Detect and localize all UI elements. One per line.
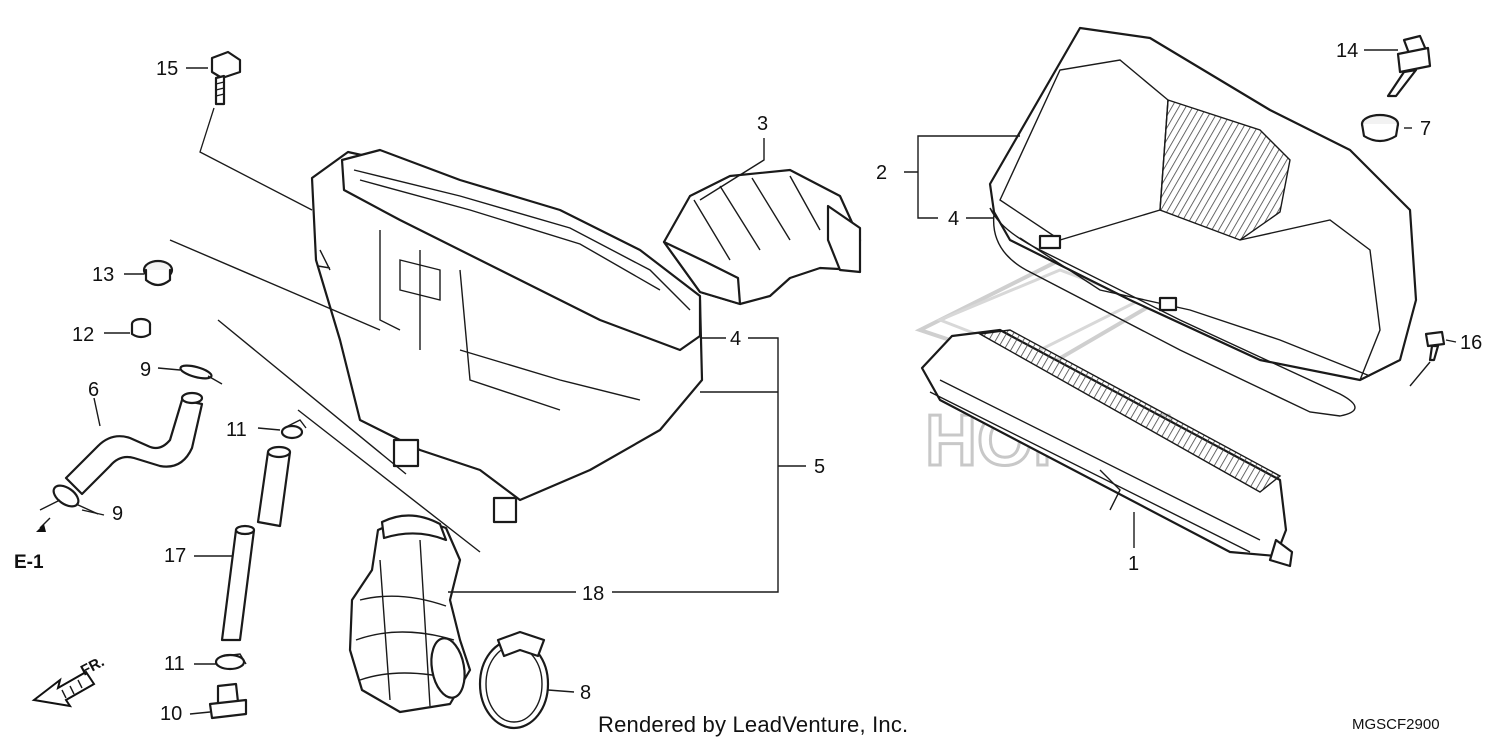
tube-part-17[interactable] xyxy=(220,524,256,642)
hose-part-6[interactable] xyxy=(64,391,204,496)
air-cleaner-cover-part-2[interactable] xyxy=(988,26,1418,382)
callout-10[interactable]: 10 xyxy=(160,703,182,725)
clamp-part-11-upper[interactable] xyxy=(280,419,307,440)
callout-13[interactable]: 13 xyxy=(92,264,114,286)
callout-11-lower[interactable]: 11 xyxy=(164,653,185,675)
diagram-code: MGSCF2900 xyxy=(1352,716,1440,733)
callout-8[interactable]: 8 xyxy=(580,682,591,704)
callout-17[interactable]: 17 xyxy=(164,545,186,567)
screw-part-16[interactable] xyxy=(1424,330,1446,362)
callout-9-upper[interactable]: 9 xyxy=(140,359,151,381)
leader-lines xyxy=(39,49,1457,715)
callout-14[interactable]: 14 xyxy=(1336,40,1358,62)
callout-3[interactable]: 3 xyxy=(757,113,768,135)
callout-12[interactable]: 12 xyxy=(72,324,94,346)
cap-part-12[interactable] xyxy=(130,317,152,339)
clamp-part-11-lower[interactable] xyxy=(214,653,247,671)
front-direction-arrow: FR. xyxy=(31,653,107,708)
callout-labels: 15 13 12 9 6 9 11 17 11 10 3 4 5 18 8 2 … xyxy=(72,40,1482,725)
air-cleaner-case[interactable] xyxy=(310,148,704,524)
reference-e1[interactable]: E-1 xyxy=(14,517,51,573)
intake-duct-part-3[interactable] xyxy=(662,168,862,306)
seal-part-4-cover[interactable] xyxy=(989,207,1356,417)
callout-6[interactable]: 6 xyxy=(88,379,99,401)
callout-5[interactable]: 5 xyxy=(814,456,825,478)
callout-16[interactable]: 16 xyxy=(1460,332,1482,354)
credit-text: Rendered by LeadVenture, Inc. xyxy=(598,712,909,737)
callout-15[interactable]: 15 xyxy=(156,58,178,80)
callout-1[interactable]: 1 xyxy=(1128,553,1139,575)
callout-18[interactable]: 18 xyxy=(582,583,604,605)
callout-4-case[interactable]: 4 xyxy=(730,328,741,350)
clip-part-9-lower[interactable] xyxy=(50,481,99,515)
band-clamp-part-8[interactable] xyxy=(478,630,550,730)
air-filter-element-part-1[interactable] xyxy=(920,328,1294,568)
reference-e1-label: E-1 xyxy=(14,552,44,573)
drain-plug-part-10[interactable] xyxy=(208,682,248,720)
callout-2[interactable]: 2 xyxy=(876,162,887,184)
bolt-part-15[interactable] xyxy=(210,50,242,106)
callout-11-upper[interactable]: 11 xyxy=(226,419,247,441)
callout-7[interactable]: 7 xyxy=(1420,118,1431,140)
screw-part-14[interactable] xyxy=(1386,34,1432,98)
tube-short[interactable] xyxy=(256,445,292,528)
grommet-part-13[interactable] xyxy=(142,259,174,287)
funnel-part-18[interactable] xyxy=(348,514,472,714)
callout-9-lower[interactable]: 9 xyxy=(112,503,123,525)
clip-part-9-upper[interactable] xyxy=(179,363,223,385)
callout-4-cover[interactable]: 4 xyxy=(948,208,959,230)
grommet-part-7[interactable] xyxy=(1360,113,1400,143)
